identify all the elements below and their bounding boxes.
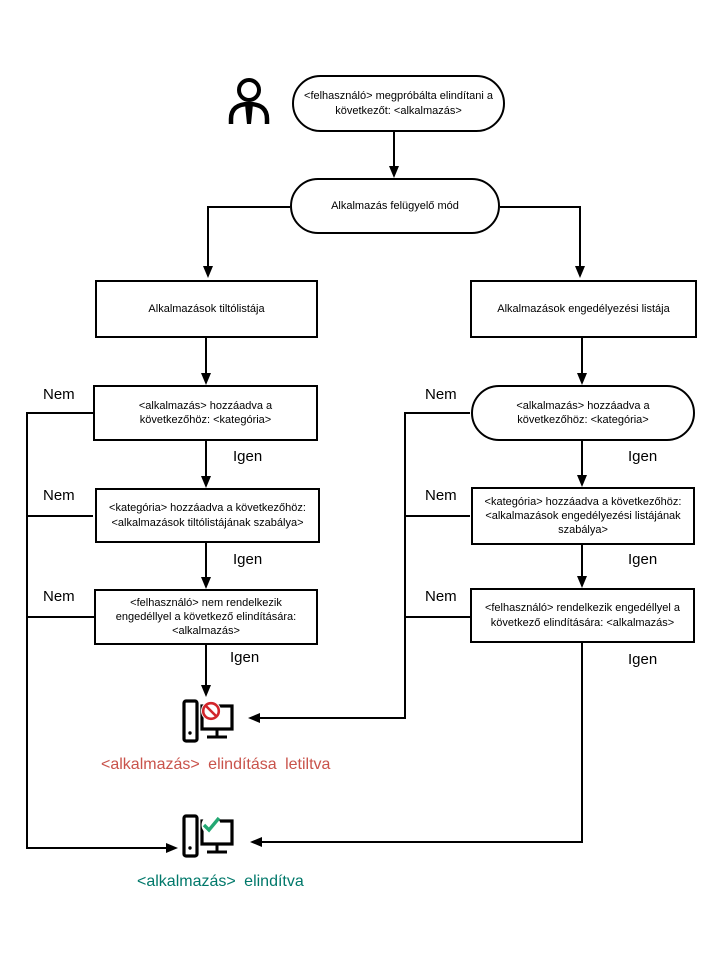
allowlist-node: Alkalmazások engedélyezési listája	[470, 280, 697, 338]
denylist-category-rule-node: <kategória> hozzáadva a következőhöz: <a…	[95, 488, 320, 543]
arrowheads	[166, 166, 587, 853]
app-started-result-label: <alkalmazás> elindítva	[137, 873, 304, 890]
edge-label-no: Nem	[43, 487, 75, 504]
app-started-icon	[182, 814, 234, 858]
allowlist-app-in-category-node: <alkalmazás> hozzáadva a következőhöz: <…	[471, 385, 695, 441]
user-lacks-permission-node: <felhasználó> nem rendelkezik engedéllye…	[94, 589, 318, 645]
app-blocked-result-label: <alkalmazás> elindítása letiltva	[101, 756, 331, 773]
edge-label-yes: Igen	[233, 448, 263, 465]
edge-label-yes: Igen	[628, 551, 658, 568]
edge-label-no: Nem	[425, 487, 457, 504]
edge-label-yes: Igen	[628, 651, 658, 668]
edge-label-no: Nem	[425, 386, 457, 403]
connectors	[26, 132, 583, 849]
application-control-mode-node: Alkalmazás felügyelő mód	[290, 178, 500, 234]
app-blocked-icon	[182, 699, 234, 743]
denylist-node: Alkalmazások tiltólistája	[95, 280, 318, 338]
user-has-permission-node: <felhasználó> rendelkezik engedéllyel a …	[470, 588, 695, 643]
edge-label-yes: Igen	[233, 551, 263, 568]
user-icon	[228, 78, 270, 124]
edge-label-yes: Igen	[628, 448, 658, 465]
edge-label-no: Nem	[425, 588, 457, 605]
edge-label-no: Nem	[43, 386, 75, 403]
edge-label-yes: Igen	[230, 649, 260, 666]
denylist-app-in-category-node: <alkalmazás> hozzáadva a következőhöz: <…	[93, 385, 318, 441]
start-event-node: <felhasználó> megpróbálta elindítani a k…	[292, 75, 505, 132]
allowlist-category-rule-node: <kategória> hozzáadva a következőhöz: <a…	[471, 487, 695, 545]
edge-label-no: Nem	[43, 588, 75, 605]
